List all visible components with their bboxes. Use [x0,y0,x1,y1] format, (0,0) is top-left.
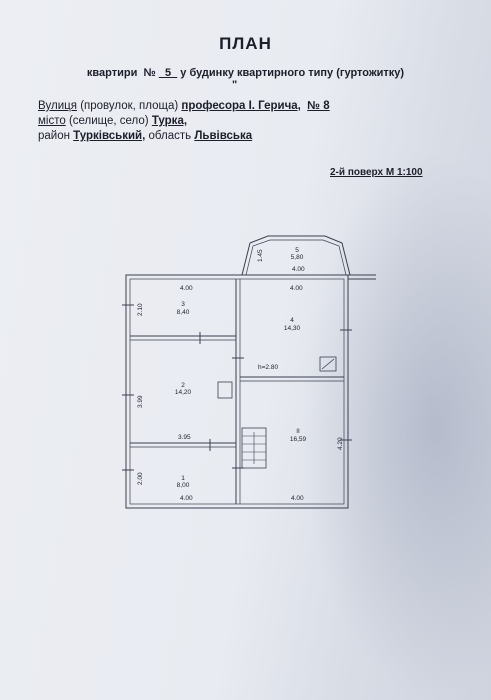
floor-caption: 2-й поверх М 1:100 [330,167,423,178]
dim-hall-width: 4.00 [291,495,304,502]
apartment-line: квартири № 5 у будинку квартирного типу … [0,67,491,79]
apartment-suffix: у будинку квартирного типу (гуртожитку) [180,67,405,79]
stove [319,356,337,372]
room5-area: 5,80 [291,254,304,261]
street-rest: (провулок, площа) [77,100,182,112]
region-value: Львівська [194,130,253,142]
room4-number: 4 [290,317,294,324]
room5-number: 5 [295,247,299,254]
apartment-number-value: 5 [164,67,172,79]
room2-number: 2 [181,382,185,389]
dim-room5-width: 4.00 [292,266,305,273]
balcony-outline [241,235,351,276]
hall-area: 16,59 [290,436,307,443]
house-number: № 8 [307,100,330,112]
room1-number: 1 [181,475,185,482]
dim-room3-height: 2.10 [137,303,144,316]
inner-wall-line [129,278,345,505]
apartment-prefix: квартири [86,67,138,79]
street-value: професора І. Герича, [181,100,301,112]
dim-room1-height: 2.00 [137,472,144,485]
apartment-number: 5 [159,67,177,79]
street-label: Вулиця [38,100,77,112]
street-line: Вулиця (провулок, площа) професора І. Ге… [38,100,330,112]
document-title: ПЛАН [219,34,272,53]
dim-room2-width: 3.95 [178,434,191,441]
district-line: район Турківський, область Львівська [38,130,252,142]
outer-wall [125,274,349,509]
region-label: область [145,130,195,142]
district-value: Турківський, [73,130,146,142]
city-line: місто (селище, село) Турка, [38,115,187,127]
room4-area: 14,30 [284,325,301,332]
dim-room3-width: 4.00 [180,285,193,292]
room3-area: 8,40 [177,309,190,316]
dim-room4-width: 4.00 [290,285,303,292]
room3-number: 3 [181,301,185,308]
quote-mark: " [232,79,238,91]
stove [217,381,233,399]
dim-hall-height: 4.20 [337,437,344,450]
apartment-no-sign: № [143,67,156,79]
stairs [241,427,267,469]
room2-area: 14,20 [175,389,192,396]
stove-hatch [321,358,335,370]
balcony-inner [245,239,347,276]
district-label: район [38,130,74,142]
city-rest: (селище, село) [65,115,152,127]
dim-room2-height: 3.99 [137,395,144,408]
ceiling-height: h=2.80 [258,364,278,371]
hall-number: ІІ [296,428,300,435]
room1-area: 8,00 [177,482,190,489]
photo-shadow [300,150,491,700]
city-label: місто [38,115,66,127]
dim-room5-height: 1.45 [257,249,264,262]
city-value: Турка, [151,115,188,127]
dim-room1-width: 4.00 [180,495,193,502]
